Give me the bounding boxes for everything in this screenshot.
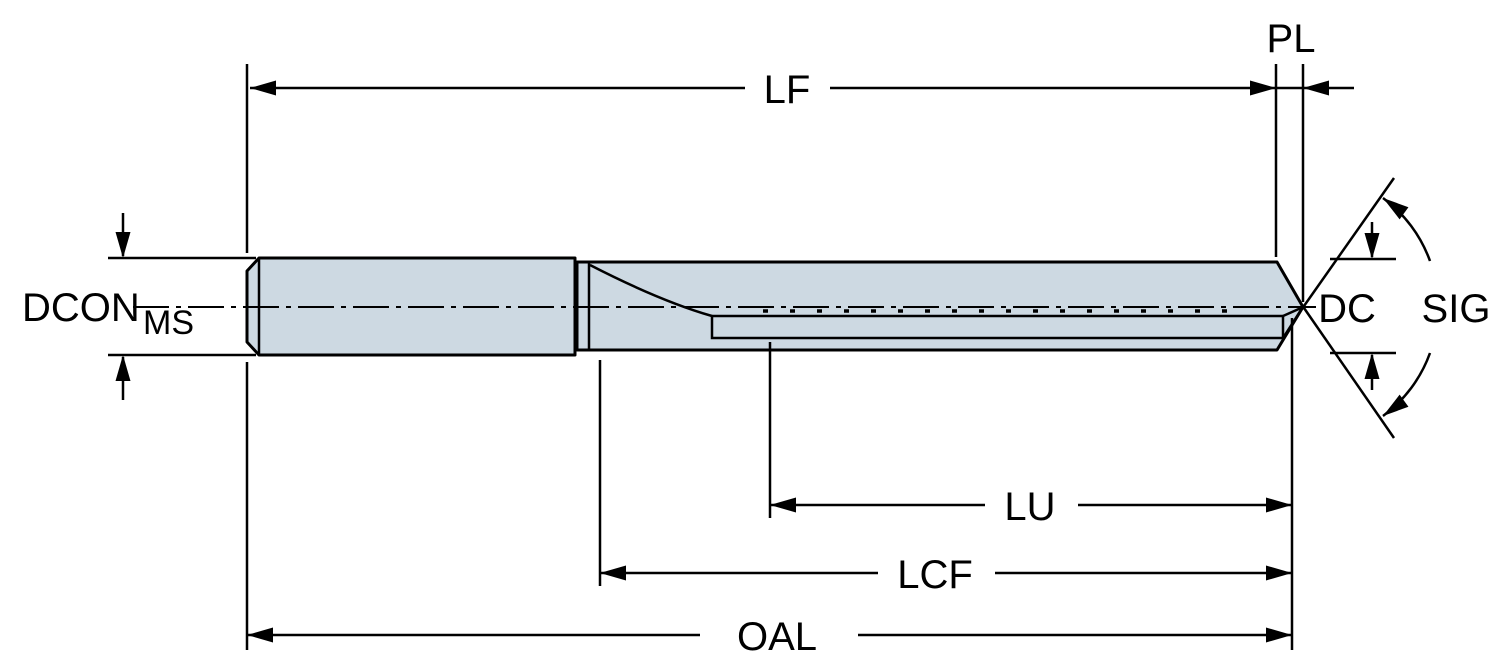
oal-label: OAL (737, 615, 817, 659)
dcon-label: DCON (22, 286, 140, 330)
pl-label: PL (1267, 17, 1316, 61)
lcf-label: LCF (897, 553, 973, 597)
flute-slot (710, 314, 1285, 340)
dc-arrow-up (1364, 353, 1380, 379)
lu-label: LU (1004, 485, 1055, 529)
dc-arrow-down (1364, 233, 1380, 259)
sig-label: SIG (1422, 287, 1491, 331)
sig-angle-line-top (1302, 177, 1396, 307)
dimension-dc: DC (1318, 222, 1396, 390)
lf-label: LF (764, 68, 811, 112)
dcon-sub-label: MS (143, 304, 194, 342)
flute-curve (589, 263, 713, 318)
lcf-arrow-left (600, 565, 626, 581)
drill-tool (133, 256, 1316, 357)
dimension-sig: SIG (1302, 177, 1491, 439)
dcon-arrow-up (115, 355, 131, 381)
dimension-lf-pl: LF PL (245, 17, 1354, 302)
pl-arrow (1303, 80, 1329, 96)
lcf-arrow-right (1266, 565, 1292, 581)
lf-arrow-left (250, 80, 276, 96)
dcon-arrow-down (115, 232, 131, 258)
lu-arrow-right (1266, 497, 1292, 513)
dimension-dcon: DCON MS (22, 213, 256, 400)
oal-arrow-right (1266, 627, 1292, 643)
oal-arrow-left (247, 627, 273, 643)
dc-label: DC (1318, 287, 1376, 331)
dimension-lu-lcf-oal: LU LCF OAL (245, 318, 1294, 659)
sig-angle-line-bottom (1302, 307, 1396, 439)
lu-arrow-left (770, 497, 796, 513)
lf-arrow-right (1250, 80, 1276, 96)
tip-edge-top (1282, 306, 1302, 318)
